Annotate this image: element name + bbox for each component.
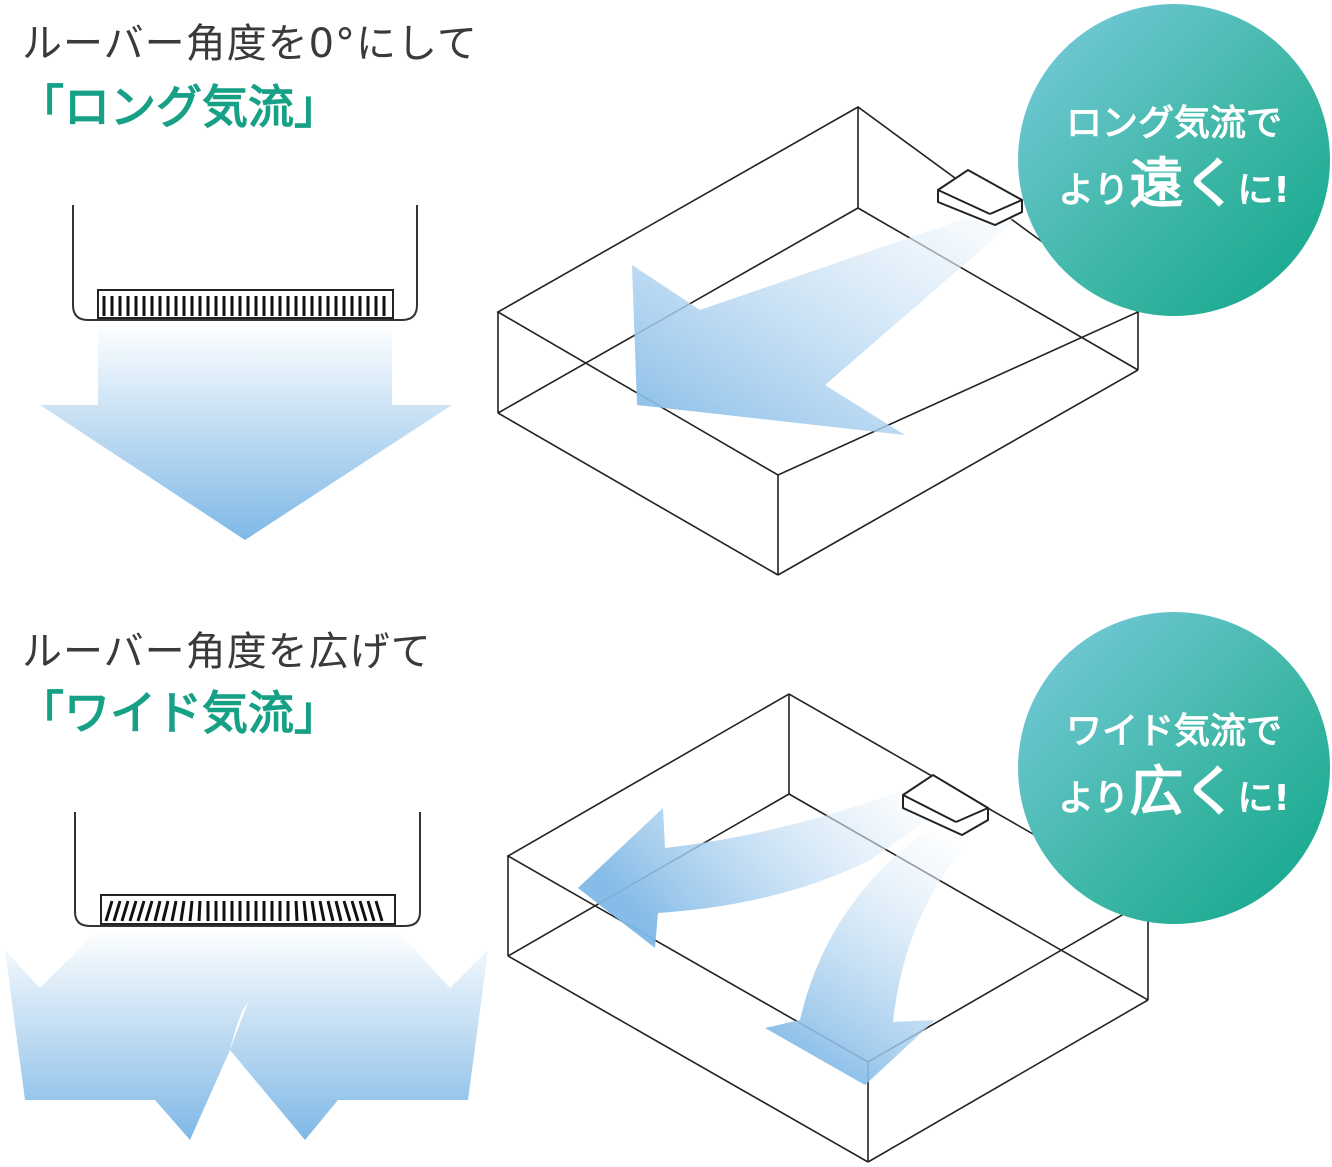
angled-louver-slats [104,900,384,922]
wide-airflow-arrow-right [765,815,975,1085]
section2-caption: ルーバー角度を広げて [22,629,432,675]
badge-pre: より [1058,170,1130,211]
down-arrow [40,322,452,540]
badge-line2: より広くに! [1018,762,1330,829]
long-airflow-arrow [632,195,1020,435]
section1-caption: ルーバー角度を0°にして [22,21,478,67]
straight-louver-slats [102,296,386,316]
wide-louver-unit [5,812,488,1140]
badge-line1: ワイド気流で [1065,711,1282,752]
badge-post: に! [1237,778,1290,819]
badge-post: に! [1237,170,1290,211]
badge-emphasis: 遠く [1129,152,1238,215]
wide-airflow-title: 「ワイド気流」 [18,686,340,740]
ac-unit-wide [902,773,989,837]
badge-emphasis: 広く [1129,760,1238,823]
wide-airflow-badge: ワイド気流で より広くに! [1018,612,1330,924]
badge-pre: より [1058,778,1130,819]
badge-line2: より遠くに! [1018,154,1330,221]
long-airflow-badge: ロング気流で より遠くに! [1018,4,1330,316]
ac-unit-long [937,168,1023,227]
badge-line1: ロング気流で [1065,103,1282,144]
wide-airflow-arrow-left [578,790,940,948]
wide-split-arrow [5,928,488,1140]
long-airflow-title: 「ロング気流」 [18,80,340,134]
long-louver-unit [40,205,452,540]
